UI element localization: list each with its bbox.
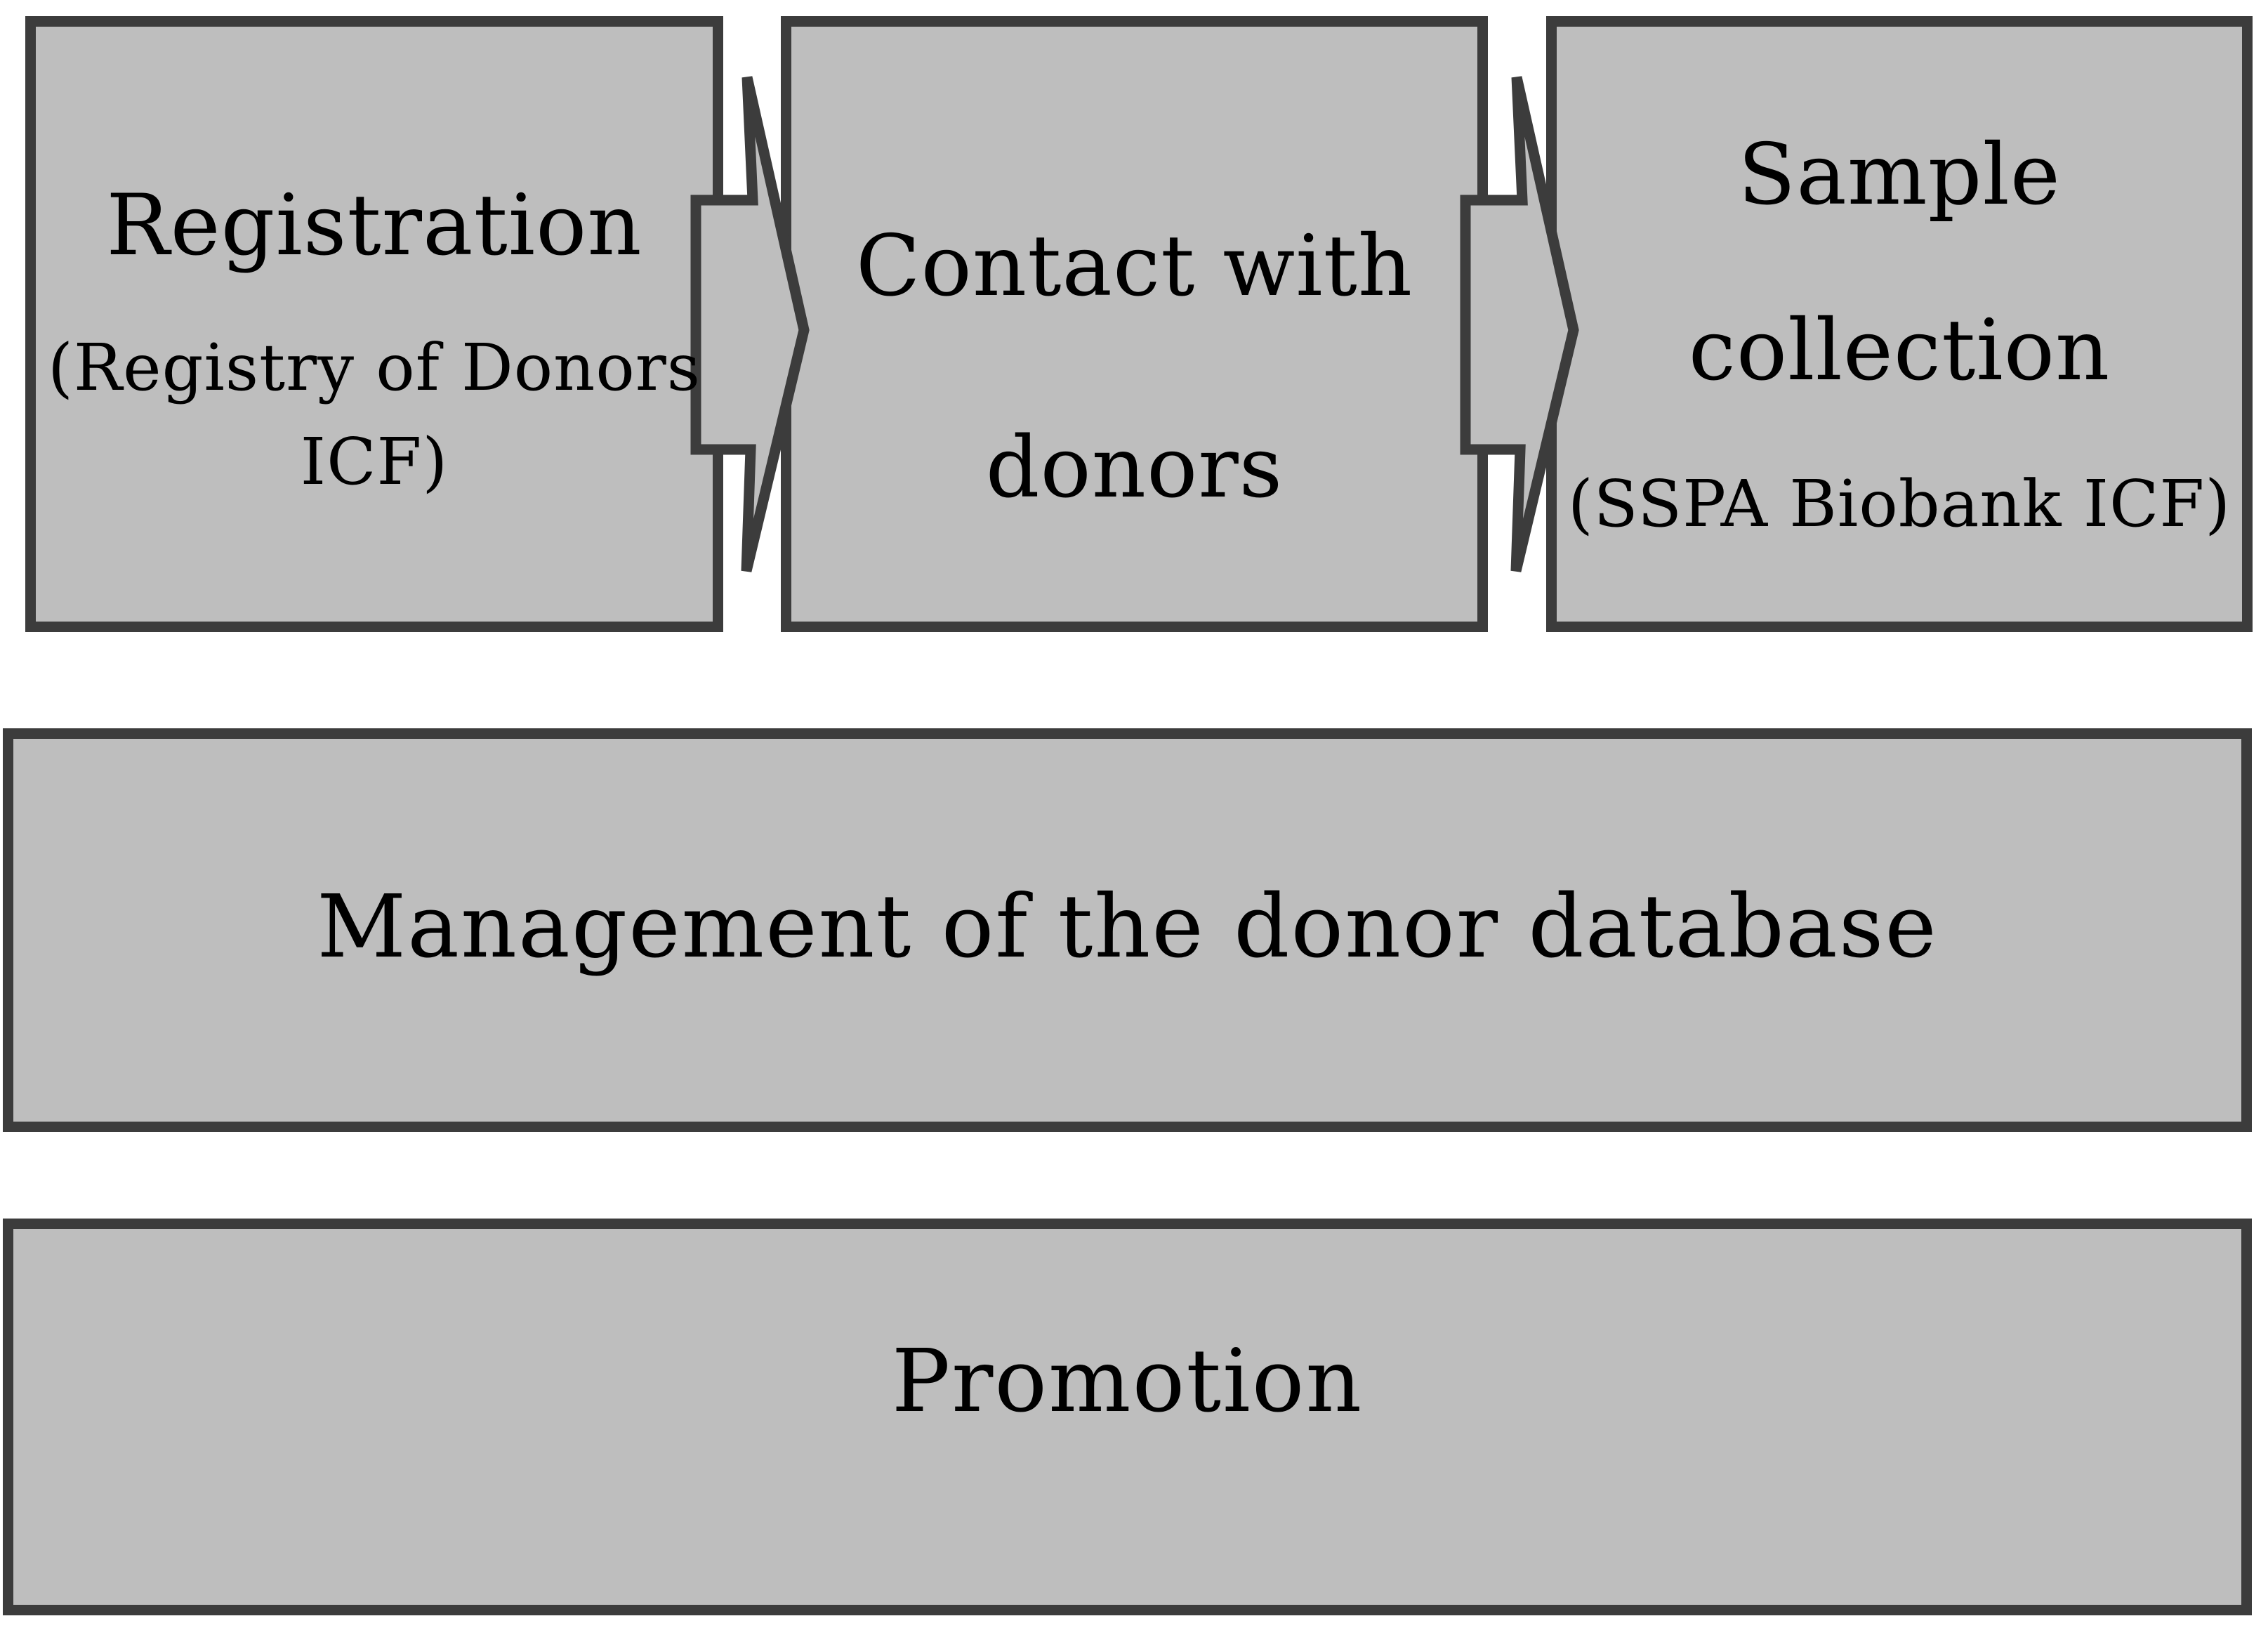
band-box-promotion [3, 1219, 2252, 1615]
promotion-label: Promotion [891, 1331, 1364, 1432]
contact-title-line2: donors [985, 419, 1284, 517]
registration-subtitle-line2: ICF) [300, 424, 449, 499]
contact-title-line1: Contact with [855, 218, 1413, 315]
sample-title-line2: collection [1688, 302, 2111, 400]
sample-subtitle: (SSPA Biobank ICF) [1567, 466, 2231, 541]
management-label: Management of the donor database [317, 876, 1938, 978]
flow-box-contact-with-donors [781, 16, 1488, 632]
registration-subtitle-line1: (Registry of Donors [48, 330, 701, 405]
band-box-management [3, 728, 2252, 1132]
flow-box-registration [25, 16, 723, 632]
sample-title-line1: Sample [1738, 126, 2061, 224]
registration-title: Registration [106, 177, 642, 275]
flow-box-sample-collection [1546, 16, 2253, 632]
